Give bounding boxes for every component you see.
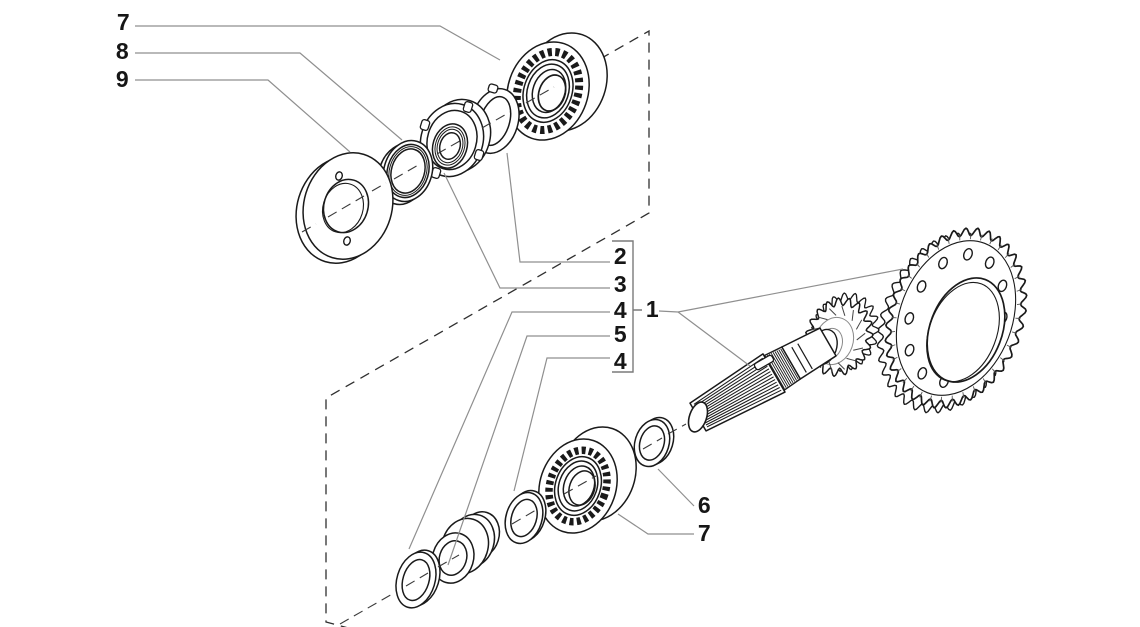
callout-leader-lines [135, 25, 904, 566]
callout-2: 2 [613, 243, 627, 269]
callout-1: 1 [645, 296, 659, 322]
callout-8: 8 [115, 38, 129, 64]
callout-4-upper: 4 [613, 297, 627, 323]
callout-4-lower: 4 [613, 348, 627, 374]
callout-9: 9 [115, 66, 129, 92]
callout-6: 6 [697, 492, 711, 518]
detail-boundary-dashed [325, 29, 650, 627]
callout-7-bottom: 7 [697, 520, 711, 546]
part-shim-ring-middle [504, 489, 547, 545]
part-bearing-bottom [538, 426, 637, 534]
center-axis-lines [301, 86, 687, 625]
callout-3: 3 [613, 271, 627, 297]
callout-5: 5 [613, 321, 627, 347]
part-bevel-pinion-shaft [687, 292, 880, 433]
part-shim-ring-left [395, 549, 441, 609]
callout-7-top: 7 [116, 9, 130, 35]
part-shim-ring-small [633, 416, 675, 468]
part-ring-gear [876, 227, 1028, 414]
part-ring-nut [419, 98, 492, 179]
callout-bracket [612, 240, 642, 373]
